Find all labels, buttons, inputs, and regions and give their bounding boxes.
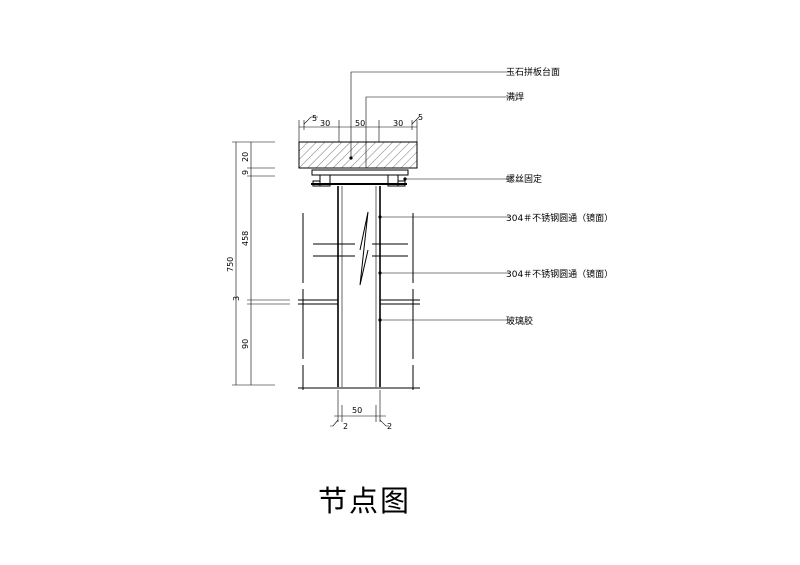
bottom-dimension: 50 2 2 bbox=[330, 390, 392, 431]
dim-top-30-right: 30 bbox=[393, 119, 403, 128]
dim-left-90: 90 bbox=[241, 339, 250, 349]
dim-left-458: 458 bbox=[241, 231, 250, 246]
glass-panel-lines bbox=[298, 213, 420, 390]
steel-tube bbox=[337, 186, 381, 387]
label-countertop: 玉石拼板台面 bbox=[506, 66, 560, 78]
dim-left-9: 9 bbox=[241, 170, 250, 175]
dim-bottom-2-left: 2 bbox=[343, 422, 348, 431]
dim-left-3: 3 bbox=[232, 296, 241, 301]
left-dimension: 750 20 9 458 3 90 bbox=[226, 141, 290, 386]
top-dimension: 5 30 50 30 5 bbox=[298, 113, 423, 142]
dim-top-5-left: 5 bbox=[312, 114, 317, 123]
dim-top-30-left: 30 bbox=[320, 119, 330, 128]
label-screw-fixing: 螺丝固定 bbox=[506, 173, 542, 185]
mounting-plate bbox=[311, 169, 409, 187]
label-steel-tube-1: 304＃不锈钢圆通（镜面） bbox=[506, 212, 613, 224]
dim-bottom-50: 50 bbox=[352, 406, 362, 415]
label-steel-tube-2: 304＃不锈钢圆通（镜面） bbox=[506, 268, 613, 280]
countertop-slab bbox=[298, 141, 418, 169]
dim-top-50: 50 bbox=[355, 119, 365, 128]
label-weld: 满焊 bbox=[506, 91, 524, 103]
dim-left-750: 750 bbox=[226, 257, 235, 272]
dim-top-5-right: 5 bbox=[418, 113, 423, 122]
dim-left-20: 20 bbox=[241, 152, 250, 162]
label-glass-glue: 玻璃胶 bbox=[506, 315, 533, 327]
dim-bottom-2-right: 2 bbox=[387, 422, 392, 431]
drawing-title: 节点图 bbox=[318, 484, 412, 518]
callout-leaders bbox=[349, 71, 510, 322]
